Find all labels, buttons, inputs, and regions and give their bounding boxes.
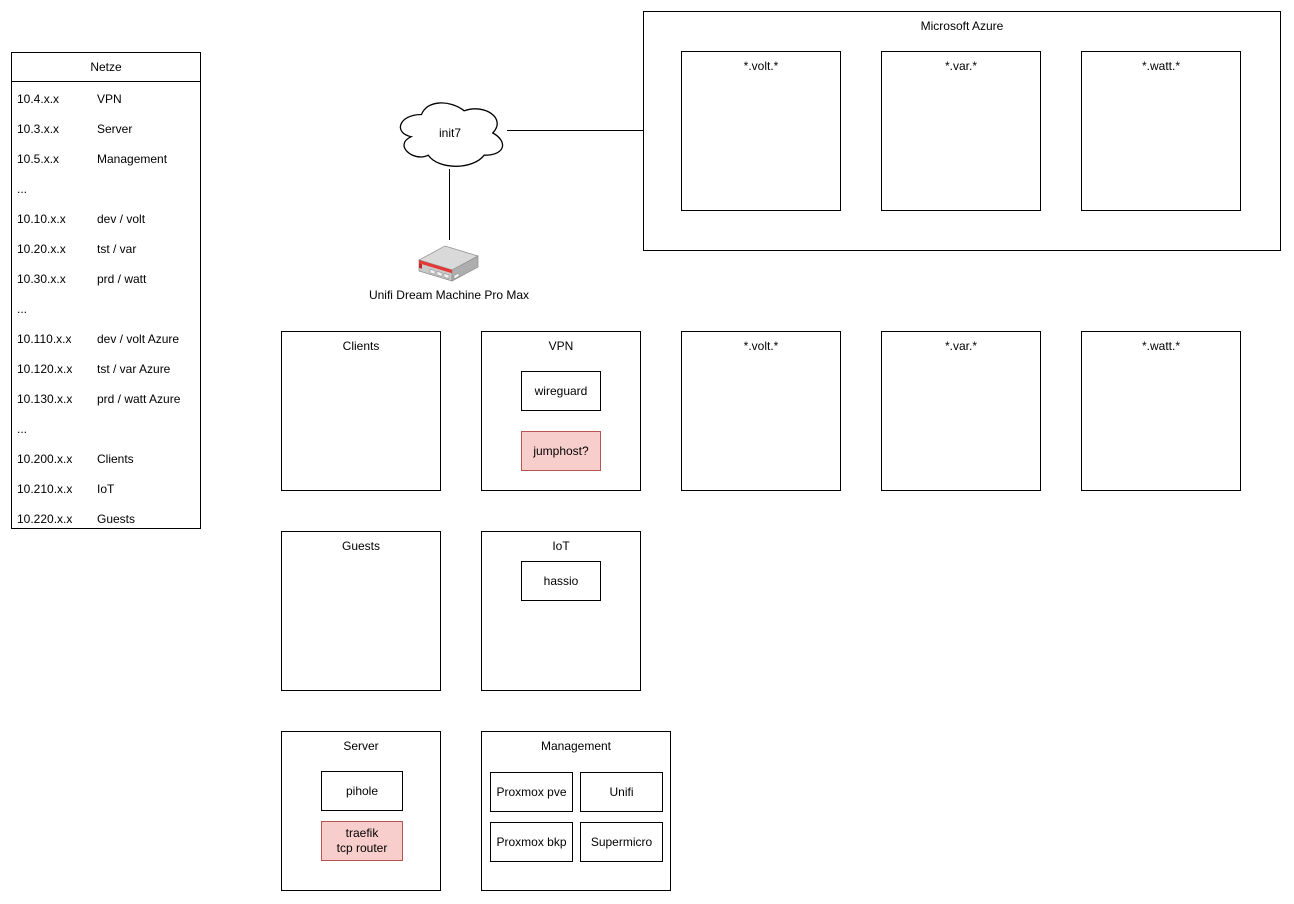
internet-cloud: init7 (393, 96, 507, 170)
row-ip: 10.4.x.x (17, 92, 60, 106)
zone-clients: Clients (281, 331, 441, 491)
table-row: ... (12, 414, 200, 444)
row-name: Management (97, 152, 168, 166)
zone-iot: IoT (481, 531, 641, 691)
azure-subnet-watt: *.watt.* (1081, 51, 1241, 211)
node-jumphost: jumphost? (521, 431, 601, 471)
row-name: prd / watt Azure (97, 392, 181, 406)
azure-subnet-volt-label: *.volt.* (743, 59, 779, 73)
node-traefik: traefik tcp router (321, 821, 403, 861)
row-name: Guests (97, 512, 136, 526)
zone-volt: *.volt.* (681, 331, 841, 491)
zone-guests-label: Guests (341, 539, 380, 553)
row-name: Server (97, 122, 133, 136)
zone-watt: *.watt.* (1081, 331, 1241, 491)
row-name: prd / watt (97, 272, 147, 286)
zone-management-label: Management (540, 739, 612, 753)
table-row: 10.200.x.x Clients (12, 444, 200, 474)
azure-title: Microsoft Azure (920, 19, 1004, 33)
row-ip: 10.120.x.x (17, 362, 73, 376)
row-ip: 10.130.x.x (17, 392, 73, 406)
zone-guests: Guests (281, 531, 441, 691)
zone-var: *.var.* (881, 331, 1041, 491)
table-row: 10.10.x.x dev / volt (12, 204, 200, 234)
row-ip: 10.220.x.x (17, 512, 73, 526)
node-pihole: pihole (321, 771, 403, 811)
netze-table-rows: 10.4.x.x VPN 10.3.x.x Server 10.5.x.x Manag… (12, 82, 200, 528)
zone-server: Server (281, 731, 441, 891)
table-row: 10.110.x.x dev / volt Azure (12, 324, 200, 354)
cloud-label: init7 (438, 126, 461, 140)
zone-clients-label: Clients (342, 339, 380, 353)
netze-table-title: Netze (12, 53, 200, 82)
table-row: ... (12, 174, 200, 204)
edge-cloud-router (449, 169, 450, 240)
row-name: tst / var (97, 242, 137, 256)
zone-iot-label: IoT (552, 539, 570, 553)
table-row: 10.20.x.x tst / var (12, 234, 200, 264)
router-icon (418, 245, 479, 282)
row-ip: ... (17, 422, 28, 436)
row-name: IoT (97, 482, 115, 496)
table-row: 10.30.x.x prd / watt (12, 264, 200, 294)
zone-watt-label: *.watt.* (1141, 339, 1180, 353)
row-name: tst / var Azure (97, 362, 171, 376)
azure-subnet-volt: *.volt.* (681, 51, 841, 211)
row-ip: 10.200.x.x (17, 452, 73, 466)
table-row: 10.220.x.x Guests (12, 504, 200, 528)
zone-vpn: VPN (481, 331, 641, 491)
row-ip: 10.5.x.x (17, 152, 60, 166)
row-name: dev / volt (97, 212, 146, 226)
node-wireguard: wireguard (521, 371, 601, 411)
table-row: ... (12, 294, 200, 324)
edge-cloud-azure (507, 130, 643, 131)
zone-var-label: *.var.* (944, 339, 977, 353)
row-ip: 10.3.x.x (17, 122, 60, 136)
azure-subnet-var-label: *.var.* (944, 59, 977, 73)
zone-volt-label: *.volt.* (743, 339, 779, 353)
table-row: 10.210.x.x IoT (12, 474, 200, 504)
row-ip: ... (17, 182, 28, 196)
zone-server-label: Server (343, 739, 379, 753)
table-row: 10.3.x.x Server (12, 114, 200, 144)
row-ip: 10.10.x.x (17, 212, 66, 226)
row-ip: 10.30.x.x (17, 272, 66, 286)
table-row: 10.4.x.x VPN (12, 84, 200, 114)
node-hassio: hassio (521, 561, 601, 601)
router-label: Unifi Dream Machine Pro Max (368, 288, 530, 302)
node-proxmox-bkp: Proxmox bkp (490, 822, 573, 862)
table-row: 10.5.x.x Management (12, 144, 200, 174)
row-name: Clients (97, 452, 134, 466)
table-row: 10.120.x.x tst / var Azure (12, 354, 200, 384)
row-ip: 10.110.x.x (17, 332, 72, 346)
row-ip: 10.210.x.x (17, 482, 73, 496)
row-name: dev / volt Azure (97, 332, 180, 346)
cloud-icon (399, 102, 504, 167)
node-unifi: Unifi (580, 772, 663, 812)
node-supermicro: Supermicro (580, 822, 663, 862)
node-proxmox-pve: Proxmox pve (490, 772, 573, 812)
zone-vpn-label: VPN (548, 339, 574, 353)
azure-subnet-watt-label: *.watt.* (1141, 59, 1180, 73)
azure-subnet-var: *.var.* (881, 51, 1041, 211)
row-name: VPN (97, 92, 122, 106)
netze-table: Netze 10.4.x.x VPN 10.3.x.x Server 10.5.x.… (11, 52, 201, 529)
row-ip: ... (17, 302, 28, 316)
row-ip: 10.20.x.x (17, 242, 66, 256)
table-row: 10.130.x.x prd / watt Azure (12, 384, 200, 414)
